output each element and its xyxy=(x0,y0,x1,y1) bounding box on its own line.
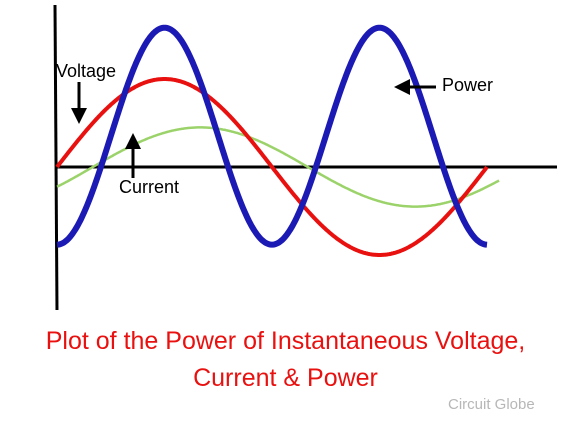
power-label: Power xyxy=(442,75,494,95)
title-line-2: Current & Power xyxy=(193,364,378,392)
current-label: Current xyxy=(119,177,180,197)
voltage-label: Voltage xyxy=(56,61,117,81)
watermark: Circuit Globe xyxy=(448,396,535,413)
power-waveform xyxy=(55,24,489,248)
y-axis xyxy=(53,4,59,310)
waveform-plot xyxy=(53,4,557,310)
voltage-arrow xyxy=(71,82,87,124)
current-arrow xyxy=(125,133,141,178)
title-line-1: Plot of the Power of Instantaneous Volta… xyxy=(45,327,526,355)
power-arrow xyxy=(394,79,436,95)
